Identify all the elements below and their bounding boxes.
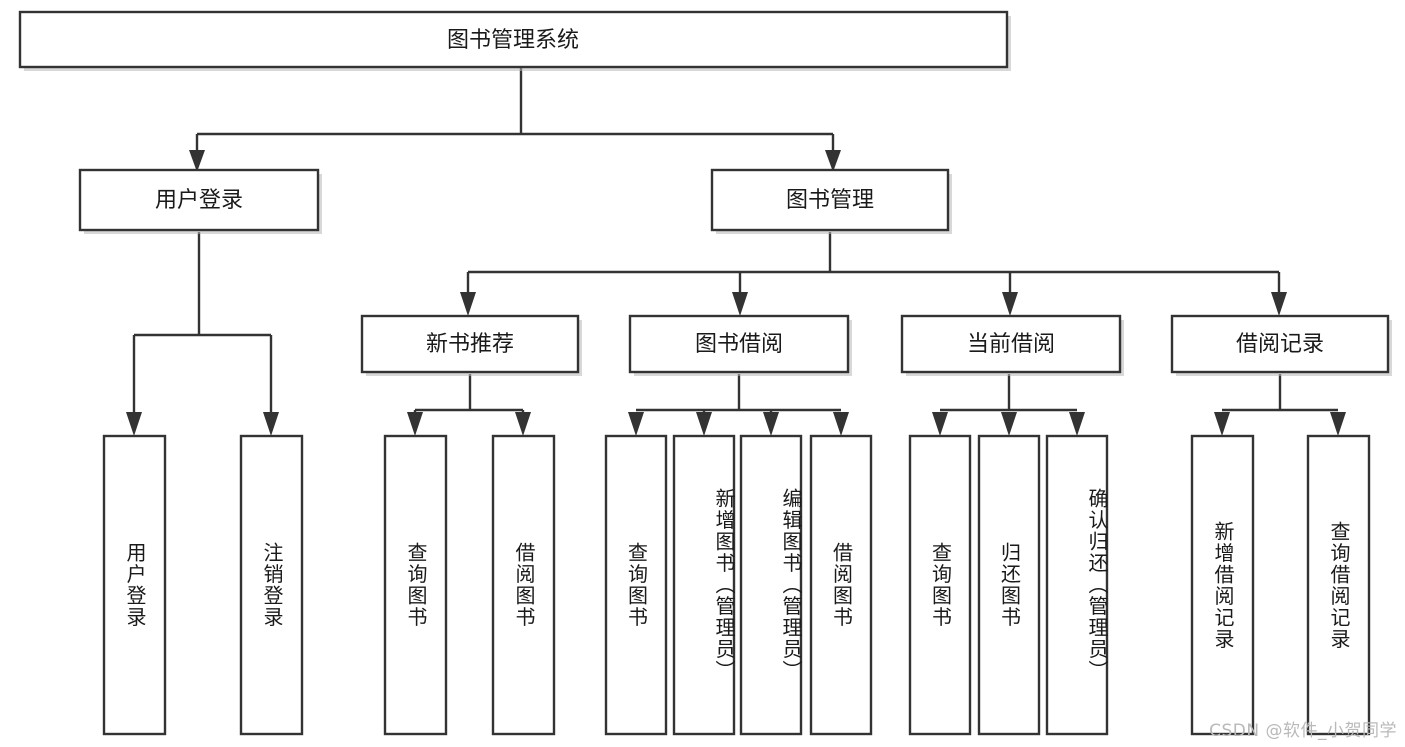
arrow-user-login-leaf2 bbox=[263, 412, 279, 436]
arrow-current-borrow-leaf2 bbox=[1001, 412, 1017, 436]
leaf-box-current-borrow-2[interactable] bbox=[1045, 434, 1109, 736]
node-book-borrow-box[interactable] bbox=[628, 314, 850, 374]
node-user-login[interactable]: 用户登录 bbox=[78, 168, 322, 234]
arrow-current-borrow-leaf1 bbox=[932, 412, 948, 436]
arrow-book-borrow-leaf3 bbox=[763, 412, 779, 436]
arrow-current-borrow-leaf3 bbox=[1069, 412, 1085, 436]
arrow-to-user-login bbox=[189, 150, 205, 172]
arrow-borrow-record-leaf2 bbox=[1330, 412, 1346, 436]
connectors-new-book-to-leaves bbox=[407, 374, 531, 436]
leaf-boxes-borrow-record[interactable] bbox=[1190, 434, 1371, 736]
node-current-borrow-label: 当前借阅 bbox=[967, 332, 1055, 357]
leaf-box-borrow-record-0[interactable] bbox=[1190, 434, 1255, 736]
arrow-to-new-book bbox=[460, 292, 476, 316]
leaf-box-borrow-record-1[interactable] bbox=[1306, 434, 1371, 736]
leaf-box-book-borrow-1[interactable] bbox=[672, 434, 736, 736]
leaf-box-book-borrow-3[interactable] bbox=[809, 434, 873, 736]
leaf-boxes-new-book[interactable] bbox=[383, 434, 556, 736]
connectors-current-borrow-to-leaves bbox=[932, 374, 1085, 436]
arrow-to-current-borrow bbox=[1002, 292, 1018, 316]
leaf-boxes-user-login[interactable] bbox=[102, 434, 304, 736]
leaf-box-current-borrow-0[interactable] bbox=[908, 434, 972, 736]
leaf-box-new-book-1[interactable] bbox=[491, 434, 556, 736]
node-book-manage[interactable]: 图书管理 bbox=[710, 168, 952, 234]
connectors-root-to-level2 bbox=[189, 68, 841, 172]
node-current-borrow-box[interactable] bbox=[900, 314, 1122, 374]
csdn-watermark: CSDN @软件_小贺同学 bbox=[1209, 721, 1397, 741]
node-root[interactable]: 图书管理系统 bbox=[18, 10, 1011, 71]
arrow-book-borrow-leaf4 bbox=[833, 412, 849, 436]
leaf-boxes-book-borrow[interactable] bbox=[604, 434, 873, 736]
arrow-borrow-record-leaf1 bbox=[1214, 412, 1230, 436]
arrow-book-borrow-leaf1 bbox=[628, 412, 644, 436]
connectors-book-manage-to-level3 bbox=[460, 232, 1287, 316]
arrow-to-book-manage bbox=[825, 150, 841, 172]
leaf-box-user-login-0[interactable] bbox=[102, 434, 167, 736]
leaf-box-current-borrow-1[interactable] bbox=[977, 434, 1041, 736]
leaf-boxes-current-borrow[interactable] bbox=[908, 434, 1109, 736]
arrow-new-book-leaf1 bbox=[407, 412, 423, 436]
connectors-borrow-record-to-leaves bbox=[1214, 374, 1346, 436]
node-borrow-record-label: 借阅记录 bbox=[1236, 332, 1324, 357]
node-book-borrow-label: 图书借阅 bbox=[695, 332, 783, 357]
arrow-new-book-leaf2 bbox=[515, 412, 531, 436]
connectors-book-borrow-to-leaves bbox=[628, 374, 849, 436]
arrow-to-borrow-record bbox=[1271, 292, 1287, 316]
node-new-book-box[interactable] bbox=[360, 314, 580, 374]
node-book-borrow[interactable]: 图书借阅 bbox=[628, 314, 852, 376]
leaf-box-user-login-1[interactable] bbox=[239, 434, 304, 736]
arrow-book-borrow-leaf2 bbox=[696, 412, 712, 436]
leaf-box-book-borrow-2[interactable] bbox=[739, 434, 803, 736]
leaf-box-new-book-0[interactable] bbox=[383, 434, 448, 736]
leaf-box-book-borrow-0[interactable] bbox=[604, 434, 668, 736]
node-root-label: 图书管理系统 bbox=[447, 28, 579, 53]
node-borrow-record[interactable]: 借阅记录 bbox=[1170, 314, 1392, 376]
node-user-login-label: 用户登录 bbox=[155, 188, 243, 213]
arrow-to-book-borrow bbox=[732, 292, 748, 316]
node-root-box[interactable] bbox=[18, 10, 1009, 69]
node-user-login-box[interactable] bbox=[78, 168, 320, 232]
node-current-borrow[interactable]: 当前借阅 bbox=[900, 314, 1124, 376]
node-borrow-record-box[interactable] bbox=[1170, 314, 1390, 374]
node-new-book-label: 新书推荐 bbox=[426, 332, 514, 357]
node-book-manage-label: 图书管理 bbox=[786, 188, 874, 213]
connectors-user-login-to-leaves bbox=[126, 232, 279, 436]
arrow-user-login-leaf1 bbox=[126, 412, 142, 436]
node-book-manage-box[interactable] bbox=[710, 168, 950, 232]
node-new-book-recommend[interactable]: 新书推荐 bbox=[360, 314, 582, 376]
